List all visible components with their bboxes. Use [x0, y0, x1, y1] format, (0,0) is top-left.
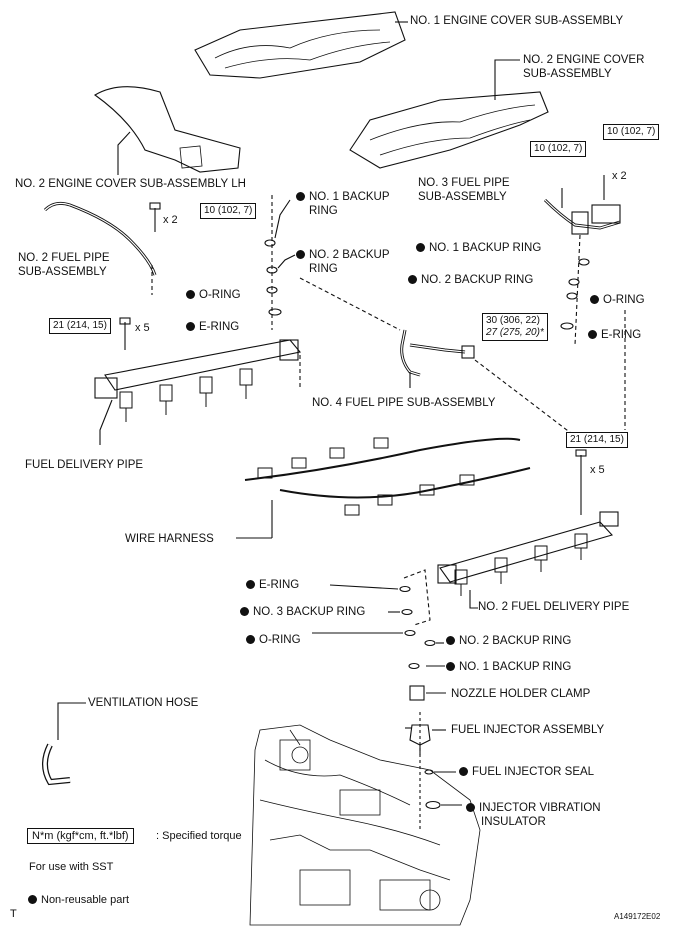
torque-delivery-pipe-left: 21 (214, 15) — [49, 318, 111, 334]
corner-mark: T — [10, 908, 17, 920]
multiplier-pipe-left: x 5 — [135, 322, 150, 334]
engine-cover-1-shape — [194, 11, 406, 79]
label-engine-cover-1: NO. 1 ENGINE COVER SUB-ASSEMBLY — [410, 15, 624, 27]
engine-cover-2-shape — [349, 91, 549, 169]
label-ventilation-hose: VENTILATION HOSE — [88, 697, 199, 709]
label-backup-ring-1-left-line2: RING — [309, 205, 338, 217]
multiplier-pipe-right: x 5 — [590, 464, 605, 476]
engine-block-sketch — [249, 724, 481, 926]
label-backup-ring-1-lower: NO. 1 BACKUP RING — [446, 660, 571, 674]
torque-cover-left: 10 (102, 7) — [200, 203, 257, 219]
label-nozzle-holder-clamp: NOZZLE HOLDER CLAMP — [451, 688, 591, 700]
label-fuel-pipe-4: NO. 4 FUEL PIPE SUB-ASSEMBLY — [312, 397, 496, 409]
label-backup-ring-2-left-line1: NO. 2 BACKUP — [296, 248, 390, 262]
legend-torque-desc: : Specified torque — [156, 830, 242, 842]
label-backup-ring-1-left-line1: NO. 1 BACKUP — [296, 190, 390, 204]
label-engine-cover-2-line2: SUB-ASSEMBLY — [523, 68, 612, 80]
label-o-ring-right: O-RING — [590, 293, 645, 307]
torque-fuel-pipe-4-b: 27 (275, 20)* — [486, 327, 544, 338]
label-fuel-pipe-2-line1: NO. 2 FUEL PIPE — [18, 252, 110, 264]
fuel-injector-shape — [409, 724, 431, 746]
label-engine-cover-2-lh: NO. 2 ENGINE COVER SUB-ASSEMBLY LH — [15, 178, 246, 190]
torque-delivery-pipe-right: 21 (214, 15) — [566, 432, 628, 448]
label-wire-harness: WIRE HARNESS — [125, 533, 214, 545]
legend-sst-note: For use with SST — [29, 861, 114, 873]
fuel-delivery-pipe-2-shape — [439, 521, 614, 583]
engine-cover-2-lh-shape — [93, 86, 241, 173]
legend-torque-unit: N*m (kgf*cm, ft.*lbf) — [27, 828, 134, 844]
label-engine-cover-2-line1: NO. 2 ENGINE COVER — [523, 54, 645, 66]
wire-harness-shape — [244, 437, 521, 481]
label-backup-ring-2-left-line2: RING — [309, 263, 338, 275]
torque-cover-right-b: 10 (102, 7) — [603, 124, 660, 140]
label-e-ring-lower: E-RING — [246, 578, 299, 592]
label-fuel-injector-assembly: FUEL INJECTOR ASSEMBLY — [451, 724, 605, 736]
torque-fuel-pipe-4-a: 30 (306, 22) — [486, 315, 540, 326]
label-fuel-delivery-pipe: FUEL DELIVERY PIPE — [25, 459, 144, 471]
label-e-ring-right: E-RING — [588, 328, 641, 342]
label-fuel-pipe-3-line1: NO. 3 FUEL PIPE — [418, 177, 510, 189]
legend-non-reusable: Non-reusable part — [28, 893, 129, 907]
label-o-ring-lower: O-RING — [246, 633, 301, 647]
torque-fuel-pipe-4: 30 (306, 22) 27 (275, 20)* — [482, 313, 548, 341]
nozzle-holder-clamp-shape — [409, 685, 425, 701]
label-backup-ring-2-lower: NO. 2 BACKUP RING — [446, 634, 571, 648]
label-injector-vibration-line2: INSULATOR — [481, 816, 546, 828]
label-backup-ring-3-lower: NO. 3 BACKUP RING — [240, 605, 365, 619]
label-injector-vibration-line1: INJECTOR VIBRATION — [466, 801, 601, 815]
label-o-ring-left: O-RING — [186, 288, 241, 302]
multiplier-cover-left: x 2 — [163, 214, 178, 226]
label-e-ring-left: E-RING — [186, 320, 239, 334]
label-backup-ring-2-right: NO. 2 BACKUP RING — [408, 273, 533, 287]
label-backup-ring-1-right: NO. 1 BACKUP RING — [416, 241, 541, 255]
label-fuel-injector-seal: FUEL INJECTOR SEAL — [459, 765, 594, 779]
torque-cover-right-a: 10 (102, 7) — [530, 141, 587, 157]
fuel-pipe-4-shape — [400, 329, 421, 377]
label-fuel-pipe-2-line2: SUB-ASSEMBLY — [18, 266, 107, 278]
fuel-delivery-pipe-shape — [104, 339, 302, 391]
multiplier-cover-right: x 2 — [612, 170, 627, 182]
fuel-pipe-3-shape — [543, 198, 621, 230]
figure-id: A149172E02 — [614, 912, 661, 921]
label-fuel-pipe-3-line2: SUB-ASSEMBLY — [418, 191, 507, 203]
label-fuel-delivery-pipe-2: NO. 2 FUEL DELIVERY PIPE — [478, 601, 630, 613]
